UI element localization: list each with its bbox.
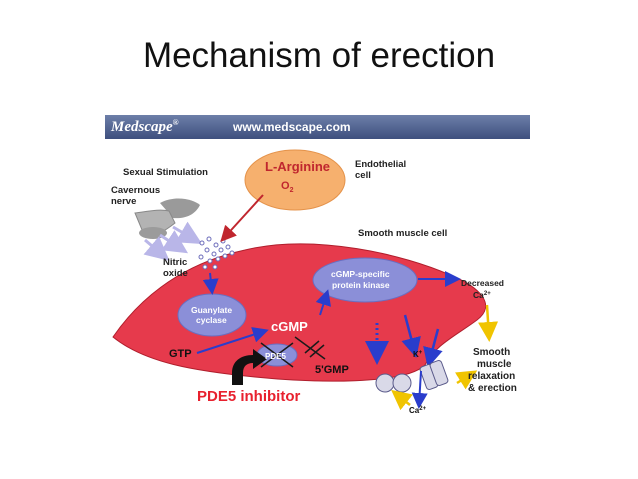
cavernous-nerve-label-2: nerve bbox=[111, 196, 136, 207]
guanylate-cyclase-label-2: cyclase bbox=[196, 315, 227, 325]
gtp-label: GTP bbox=[169, 348, 192, 360]
endothelial-cell-label-1: Endothelial bbox=[355, 159, 406, 170]
cgmp-label: cGMP bbox=[271, 319, 308, 334]
nitric-oxide-label-2: oxide bbox=[163, 268, 188, 279]
medscape-logo: Medscape® bbox=[111, 118, 179, 135]
protein-kinase-shape bbox=[312, 257, 418, 303]
diagram-canvas: Sexual Stimulation Cavernous nerve L-Arg… bbox=[111, 149, 517, 415]
ca-ion-label: Ca2+ bbox=[409, 406, 427, 415]
decreased-ca-label: Decreased bbox=[461, 278, 504, 288]
k-ion-label: K+ bbox=[413, 350, 423, 359]
relaxation-label-3: relaxation bbox=[468, 371, 515, 382]
calcium-channel-shape bbox=[375, 373, 412, 393]
inhibitor-arrow bbox=[232, 349, 267, 385]
medscape-banner: Medscape® www.medscape.com bbox=[105, 115, 530, 139]
pde5-inhibitor-label: PDE5 inhibitor bbox=[197, 388, 301, 405]
five-gmp-label: 5'GMP bbox=[315, 364, 349, 376]
pde5-label: PDE5 bbox=[265, 352, 286, 361]
nitric-oxide-dots bbox=[198, 236, 235, 270]
protein-kinase-label-2: protein kinase bbox=[332, 280, 390, 290]
relaxation-label-1: Smooth bbox=[473, 347, 510, 358]
nitric-oxide-label-1: Nitric bbox=[163, 257, 187, 268]
medscape-url: www.medscape.com bbox=[233, 120, 351, 134]
mechanism-diagram: Medscape® www.medscape.com bbox=[105, 115, 530, 415]
decreased-ca-ion-label: Ca2+ bbox=[473, 290, 491, 300]
slide-title: Mechanism of erection bbox=[142, 36, 496, 75]
potassium-channel-shape bbox=[419, 360, 449, 390]
cavernous-nerve-shape bbox=[134, 198, 200, 239]
cavernous-nerve-label-1: Cavernous bbox=[111, 185, 160, 196]
relaxation-label-2: muscle bbox=[477, 359, 512, 370]
endothelial-cell-shape bbox=[244, 149, 346, 211]
endothelial-cell-label-2: cell bbox=[355, 170, 371, 181]
protein-kinase-label-1: cGMP-specific bbox=[331, 269, 390, 279]
sexual-stimulation-label: Sexual Stimulation bbox=[123, 167, 208, 178]
relaxation-label-4: & erection bbox=[468, 383, 517, 394]
smooth-muscle-cell-label: Smooth muscle cell bbox=[358, 228, 447, 239]
o2-label: O2 bbox=[281, 180, 294, 194]
l-arginine-label: L-Arginine bbox=[265, 159, 330, 174]
guanylate-cyclase-label-1: Guanylate bbox=[191, 305, 232, 315]
